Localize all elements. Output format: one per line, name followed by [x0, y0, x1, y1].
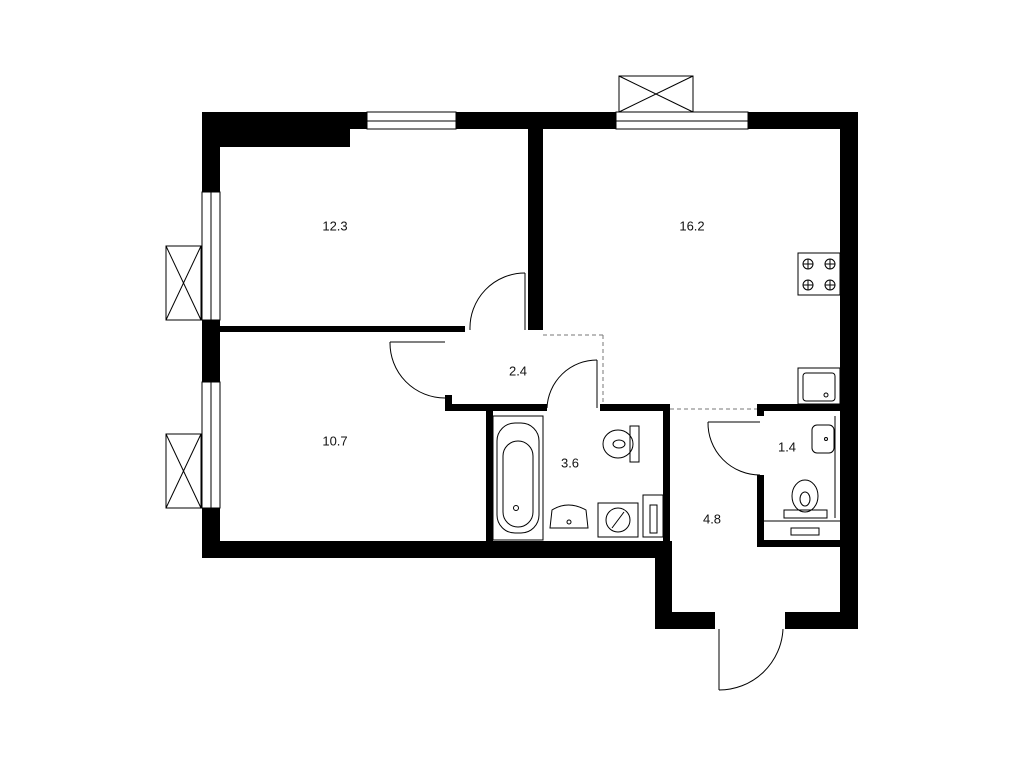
wc-sink-icon — [811, 424, 835, 454]
wc-toilet-icon — [791, 479, 819, 513]
room-area-hall: 2.4 — [508, 363, 528, 379]
bathtub-icon — [492, 415, 544, 541]
washbasin-icon — [549, 504, 589, 529]
zone-dividers — [543, 334, 757, 410]
doors — [389, 272, 784, 691]
room-area-kitchen-living: 16.2 — [679, 218, 705, 234]
room-area-wc: 1.4 — [777, 439, 797, 455]
kitchen-sink-icon — [797, 367, 841, 405]
walls — [202, 112, 858, 629]
stove-icon — [797, 252, 841, 296]
toilet-icon — [629, 425, 640, 463]
ac-units — [165, 75, 694, 509]
room-area-bedroom-1: 12.3 — [322, 218, 348, 234]
room-area-bathroom: 3.6 — [560, 455, 580, 471]
room-area-bedroom-2: 10.7 — [322, 433, 348, 449]
room-area-entrance-hall: 4.8 — [702, 511, 722, 527]
fixtures — [492, 252, 841, 541]
washing-machine-icon — [597, 502, 639, 538]
